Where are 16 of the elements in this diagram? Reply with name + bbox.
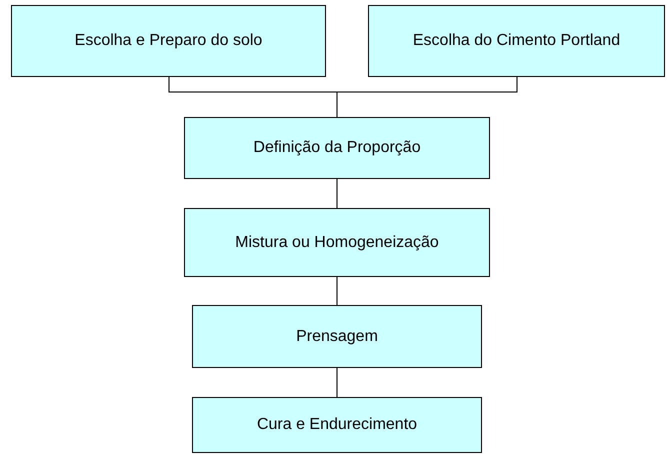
process-box xyxy=(192,397,482,453)
connector-line xyxy=(336,368,338,398)
process-box xyxy=(184,117,490,179)
box-label: Cura e Endurecimento xyxy=(256,416,418,434)
process-box xyxy=(368,5,665,77)
process-box xyxy=(11,5,326,77)
box-label: Mistura ou Homogeneização xyxy=(235,234,439,252)
connector-line xyxy=(336,178,338,208)
connector-line xyxy=(336,276,338,306)
box-label: Escolha e Preparo do solo xyxy=(74,32,262,50)
connector-line xyxy=(336,76,518,118)
box-label: Prensagem xyxy=(296,328,378,346)
box-label: Definição da Proporção xyxy=(253,139,421,157)
box-label: Escolha do Cimento Portland xyxy=(412,32,620,50)
process-box xyxy=(184,208,490,277)
process-box xyxy=(192,305,482,368)
